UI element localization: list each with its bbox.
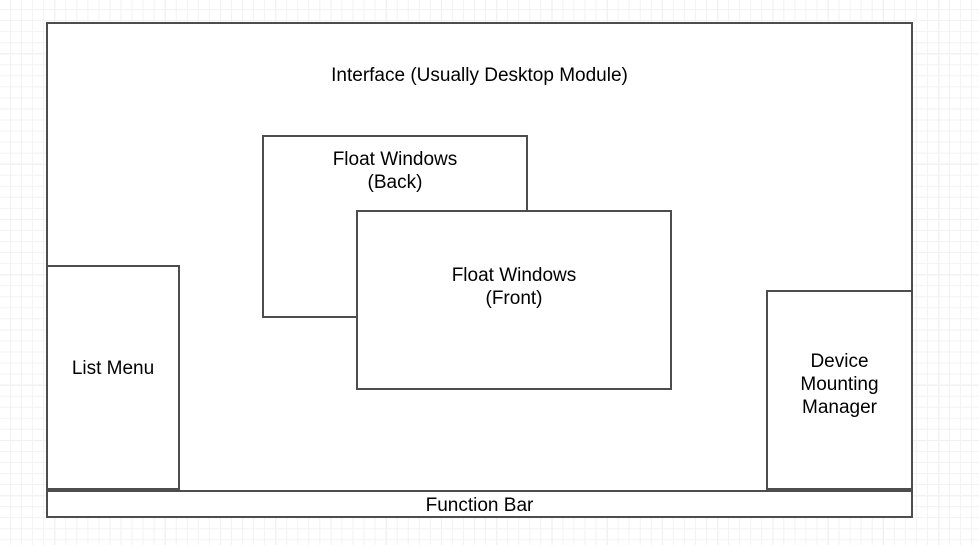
float-windows-front-box[interactable]: Float Windows (Front) xyxy=(356,210,672,390)
device-mounting-manager-label: Device Mounting Manager xyxy=(800,351,879,419)
function-bar-box[interactable]: Function Bar xyxy=(46,490,913,518)
float-windows-back-label: Float Windows (Back) xyxy=(332,149,458,194)
function-bar-label: Function Bar xyxy=(425,495,534,516)
list-menu-label: List Menu xyxy=(71,358,155,379)
list-menu-box[interactable]: List Menu xyxy=(46,265,180,490)
float-windows-front-label: Float Windows (Front) xyxy=(451,265,577,310)
device-mounting-manager-box[interactable]: Device Mounting Manager xyxy=(766,290,913,490)
interface-container-label: Interface (Usually Desktop Module) xyxy=(331,65,628,86)
